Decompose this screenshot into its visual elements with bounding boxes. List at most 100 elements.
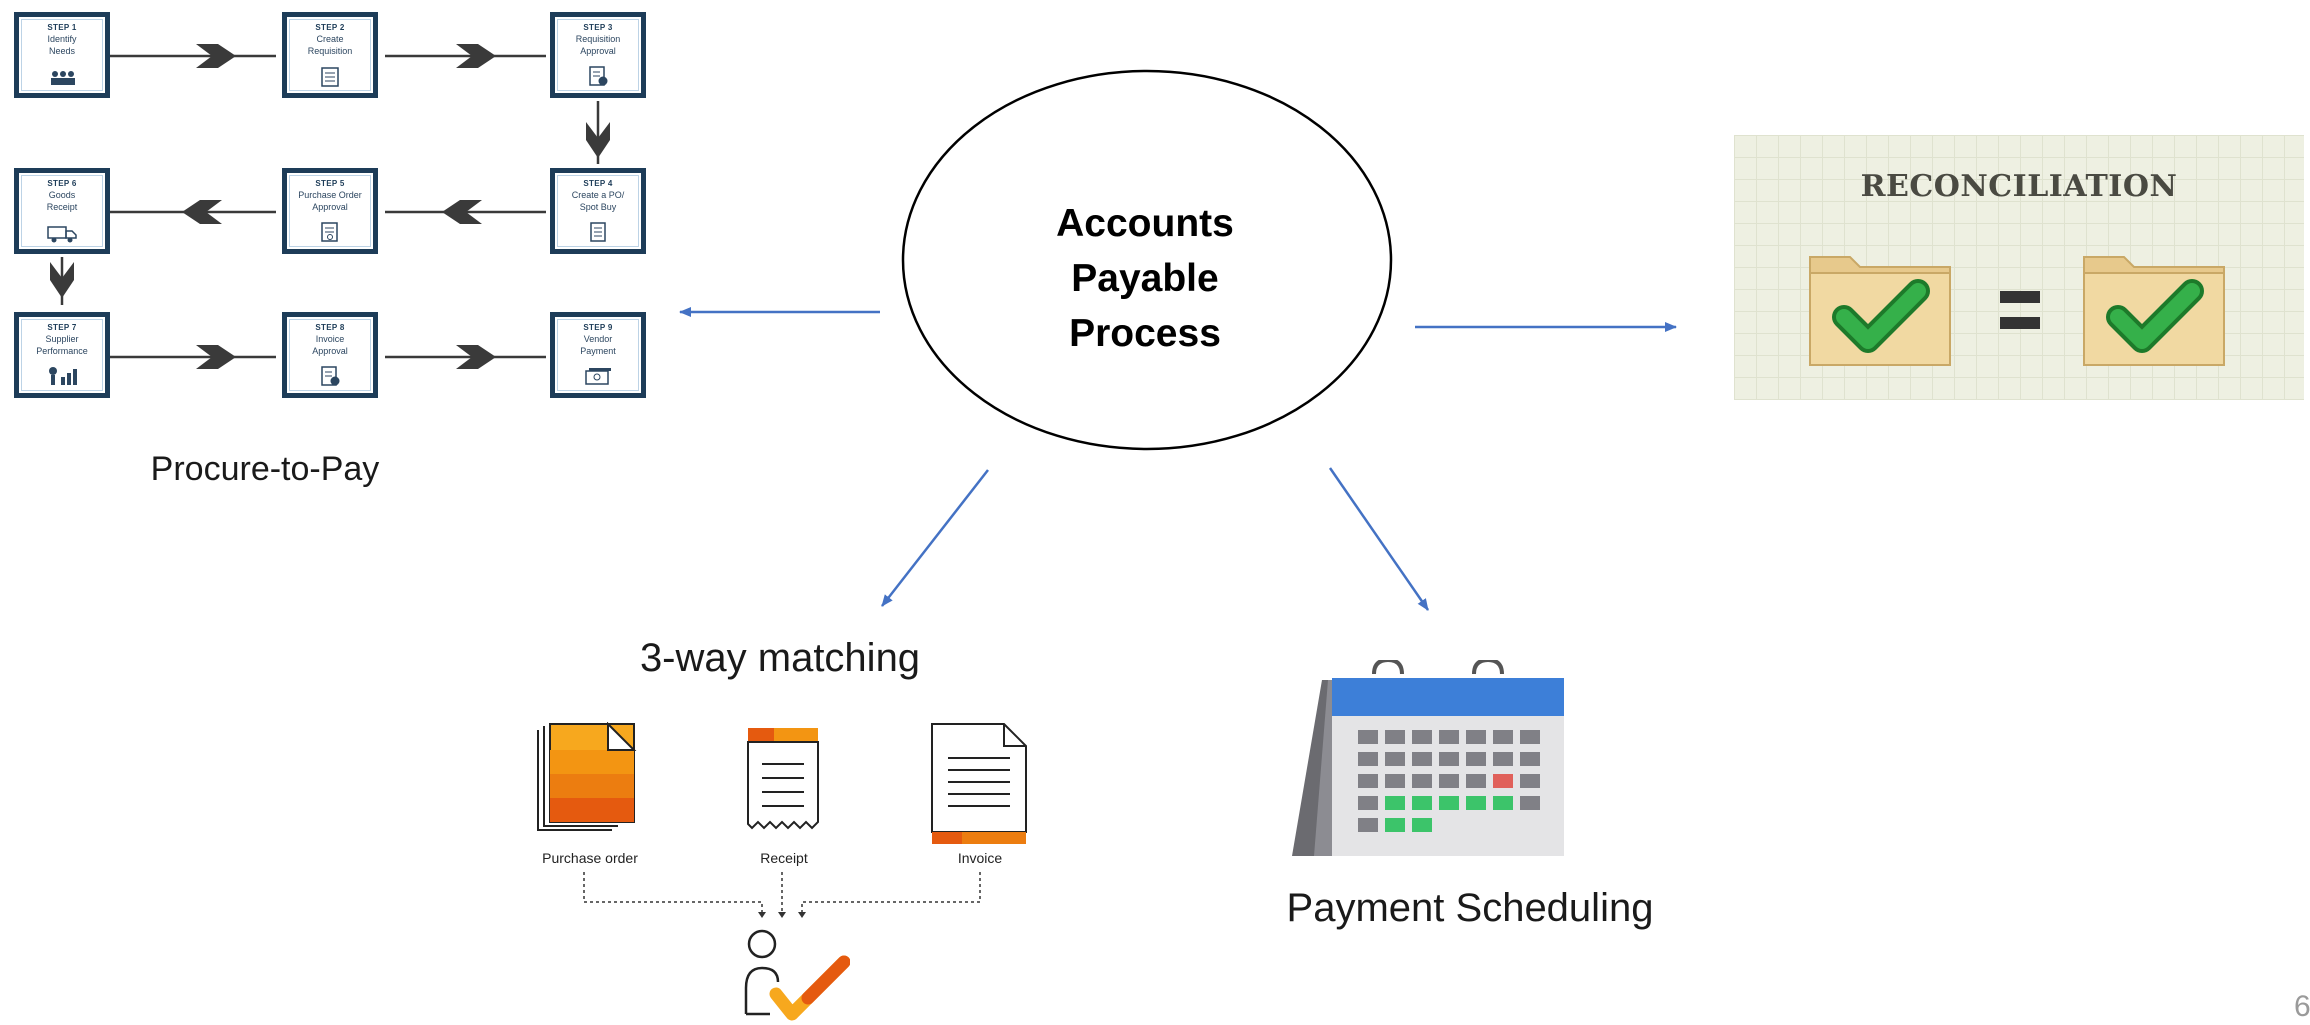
calendar-day-cell: [1385, 818, 1405, 832]
chevron-right-icon: [456, 44, 496, 68]
folder-check-icon: [2083, 256, 2225, 366]
center-title-line3: Process: [1069, 312, 1221, 355]
page-number: 6: [2294, 990, 2310, 1023]
center-title-line2: Payable: [1071, 257, 1219, 300]
approval-document-icon: [589, 66, 608, 86]
step-label: Identify: [47, 34, 77, 44]
chevron-down-icon: [50, 262, 74, 298]
center-ellipse: [901, 69, 1393, 451]
step-label: Supplier: [45, 334, 79, 344]
step-number: STEP 7: [47, 323, 77, 332]
calendar-day-cell: [1412, 752, 1432, 766]
step-1-box: STEP 1 Identify Needs: [14, 12, 110, 98]
step-label: Requisition: [307, 46, 353, 56]
calendar-day-cell: [1412, 774, 1432, 788]
step-label: Requisition: [575, 34, 621, 44]
matching-caption: 3-way matching: [639, 636, 921, 680]
calendar-day-cell: [1493, 774, 1513, 788]
flow-connectors: [50, 44, 610, 369]
chevron-left-icon: [182, 200, 222, 224]
step-3-box: STEP 3 Requisition Approval: [550, 12, 646, 98]
calendar-day-cell: [1439, 796, 1459, 810]
invoice-doc-icon: [931, 723, 1027, 844]
reconciliation-title: RECONCILIATION: [1860, 169, 2178, 204]
equals-sign: [2000, 285, 2040, 337]
calendar-day-cell: [1412, 796, 1432, 810]
calendar-day-cell: [1385, 730, 1405, 744]
step-label: Approval: [312, 346, 348, 356]
step-label: Receipt: [46, 202, 78, 212]
calendar-day-cell: [1439, 774, 1459, 788]
calendar-day-cell: [1358, 818, 1378, 832]
calendar-day-cell: [1358, 752, 1378, 766]
calendar-day-cell: [1520, 752, 1540, 766]
calendar-day-cell: [1466, 752, 1486, 766]
purchase-order-icon: [590, 222, 606, 242]
calendar-day-cell: [1466, 796, 1486, 810]
step-6-box: STEP 6 Goods Receipt: [14, 168, 110, 254]
step-number: STEP 5: [315, 179, 345, 188]
step-9-box: STEP 9 Vendor Payment: [550, 312, 646, 398]
chevron-left-icon: [442, 200, 482, 224]
step-8-box: STEP 8 Invoice Approval: [282, 312, 378, 398]
delivery-truck-icon: [47, 226, 77, 243]
payment-icon: [585, 368, 611, 385]
calendar-icon: [1292, 660, 1564, 856]
calendar-day-cell: [1439, 730, 1459, 744]
people-icon: [51, 71, 75, 85]
calendar-day-cell: [1493, 752, 1513, 766]
step-label: Vendor: [583, 334, 613, 344]
step-label: Create a PO/: [571, 190, 625, 200]
step-2-box: STEP 2 Create Requisition: [282, 12, 378, 98]
arrow-to-matching: [881, 469, 989, 607]
step-label: Create: [316, 34, 344, 44]
invoice-label: Invoice: [957, 850, 1003, 866]
calendar-day-cell: [1520, 796, 1540, 810]
payment-caption: Payment Scheduling: [1286, 886, 1654, 930]
step-label: Purchase Order: [298, 190, 362, 200]
calendar-day-cell: [1493, 796, 1513, 810]
calendar-day-cell: [1520, 730, 1540, 744]
step-label: Approval: [312, 202, 348, 212]
calendar-day-cell: [1466, 774, 1486, 788]
chevron-right-icon: [456, 345, 496, 369]
step-number: STEP 6: [47, 179, 77, 188]
calendar-day-cell: [1412, 730, 1432, 744]
calendar-day-cell: [1358, 730, 1378, 744]
step-4-box: STEP 4 Create a PO/ Spot Buy: [550, 168, 646, 254]
center-title: Accounts Payable Process: [960, 196, 1330, 361]
receipt-label: Receipt: [760, 850, 808, 866]
calendar-day-cell: [1520, 774, 1540, 788]
invoice-approval-icon: [321, 366, 340, 386]
step-label: Invoice: [315, 334, 345, 344]
receipt-doc-icon: [747, 728, 819, 830]
purchase-order-label: Purchase order: [542, 850, 638, 866]
chevron-down-icon: [586, 122, 610, 158]
step-7-box: STEP 7 Supplier Performance: [14, 312, 110, 398]
step-label: Needs: [48, 46, 75, 56]
chevron-right-icon: [196, 44, 236, 68]
step-label: Goods: [48, 190, 76, 200]
calendar-day-cell: [1466, 730, 1486, 744]
step-number: STEP 8: [315, 323, 345, 332]
matching-merge-lines: [583, 872, 981, 918]
procure-to-pay-diagram: STEP 1 Identify Needs STEP 2 Create Requ…: [0, 0, 700, 488]
step-number: STEP 1: [47, 23, 77, 32]
step-number: STEP 3: [583, 23, 613, 32]
step-number: STEP 2: [315, 23, 345, 32]
chevron-right-icon: [196, 345, 236, 369]
folder-check-icon: [1809, 256, 1951, 366]
center-title-line1: Accounts: [1056, 202, 1234, 245]
step-number: STEP 4: [583, 179, 613, 188]
calendar-day-cell: [1385, 774, 1405, 788]
procure-caption: Procure-to-Pay: [150, 450, 380, 488]
step-5-box: STEP 5 Purchase Order Approval: [282, 168, 378, 254]
calendar-day-cell: [1412, 818, 1432, 832]
step-label: Approval: [580, 46, 616, 56]
performance-chart-icon: [49, 367, 77, 385]
purchase-order-doc-icon: [537, 722, 637, 831]
calendar-day-cell: [1439, 752, 1459, 766]
calendar-day-cell: [1385, 752, 1405, 766]
calendar-day-cell: [1385, 796, 1405, 810]
